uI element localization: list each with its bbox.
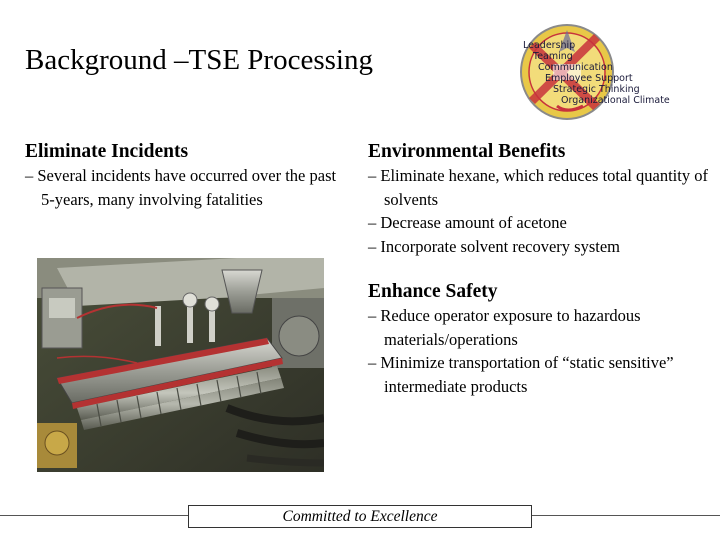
extruder-machine-photo — [37, 258, 325, 472]
twin-screw-extruder-icon — [37, 258, 325, 472]
footer-motto: Committed to Excellence — [188, 505, 532, 528]
enhance-safety-heading: Enhance Safety — [368, 281, 498, 302]
logo-line-leadership: Leadership — [523, 40, 576, 51]
bullet-reduce-exposure: – Reduce operator exposure to hazardous … — [368, 306, 641, 349]
right-column: Environmental Benefits – Eliminate hexan… — [368, 140, 708, 398]
left-column: Eliminate Incidents – Several incidents … — [25, 140, 345, 211]
logo-line-strategic-thinking: Strategic Thinking — [553, 84, 640, 95]
logo-line-organizational-climate: Organizational Climate — [561, 95, 670, 106]
logo-line-communication: Communication — [538, 62, 613, 73]
logo-line-employee-support: Employee Support — [545, 73, 633, 84]
seal-emblem-icon — [520, 24, 614, 120]
organization-logo: Leadership Teaming Communication Employe… — [505, 22, 670, 122]
environmental-benefits-heading: Environmental Benefits — [368, 141, 566, 162]
logo-line-teaming: Teaming — [533, 51, 573, 62]
slide-title: Background –TSE Processing — [25, 44, 373, 76]
bullet-incidents: – Several incidents have occurred over t… — [25, 166, 337, 209]
bullet-eliminate-hexane: – Eliminate hexane, which reduces total … — [368, 166, 708, 209]
bullet-solvent-recovery: – Incorporate solvent recovery system — [368, 236, 620, 256]
bullet-minimize-transportation: – Minimize transportation of “static sen… — [368, 353, 674, 396]
eliminate-incidents-heading: Eliminate Incidents — [25, 141, 189, 162]
bullet-decrease-acetone: – Decrease amount of acetone — [368, 213, 567, 232]
